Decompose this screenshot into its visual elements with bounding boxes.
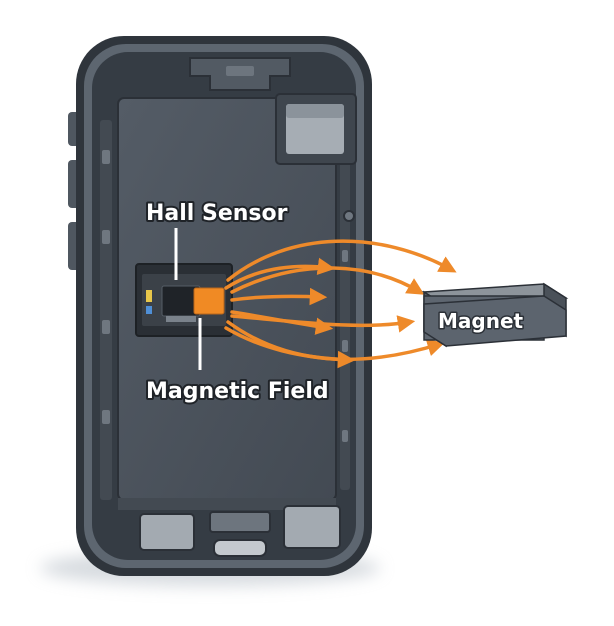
- magnet-front-panel: [423, 295, 567, 347]
- left-rail: [100, 120, 112, 500]
- rail-screws: [102, 150, 348, 442]
- speaker-module-left: [139, 513, 195, 551]
- magnet-label: Magnet: [438, 309, 524, 333]
- right-rail: [340, 150, 350, 490]
- field-line-arrow-icon: [230, 314, 416, 333]
- speaker-module-center: [209, 511, 271, 533]
- charging-port: [213, 539, 267, 557]
- sensor-strip-blue: [146, 306, 152, 314]
- field-line-arrow-icon: [230, 266, 425, 295]
- hall-sensor-label: Hall Sensor: [146, 201, 288, 226]
- top-connector: [226, 66, 254, 76]
- camera-module-shade: [286, 104, 344, 118]
- sensor-contacts: [166, 316, 196, 322]
- magnet-block-icon: [421, 282, 569, 348]
- bottom-bar: [118, 498, 336, 510]
- screw-icon: [343, 210, 355, 222]
- magnetic-field-label: Magnetic Field: [146, 379, 329, 404]
- magnetic-field-lines: [224, 239, 457, 369]
- field-line-arrow-icon: [224, 326, 356, 369]
- sensor-strip-yellow: [146, 290, 152, 302]
- field-line-arrow-icon: [230, 287, 328, 306]
- field-line-arrow-icon: [226, 239, 457, 282]
- hall-sensor-chip-icon: [135, 263, 233, 337]
- speaker-module-right: [283, 505, 341, 549]
- sensor-element: [193, 287, 225, 315]
